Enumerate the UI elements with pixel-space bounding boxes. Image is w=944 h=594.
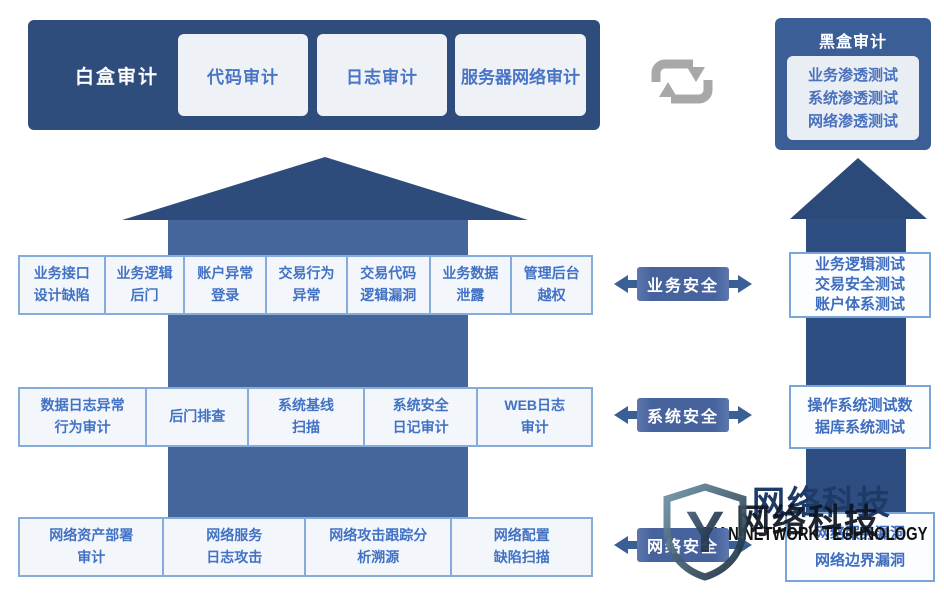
- system-security-label-arrow: 系统安全: [614, 398, 772, 432]
- table-cell[interactable]: 后门排查: [145, 387, 250, 447]
- network-security-pill[interactable]: 网络安全: [637, 528, 729, 562]
- system-test-box[interactable]: 操作系统测试数 据库系统测试: [789, 385, 931, 449]
- arrow-left-icon: [614, 406, 628, 424]
- table-cell[interactable]: 交易代码 逻辑漏洞: [345, 255, 431, 315]
- table-cell[interactable]: 业务数据 泄露: [428, 255, 513, 315]
- table-cell[interactable]: 网络服务 日志攻击: [162, 517, 307, 577]
- left-roof-arrow: [122, 157, 528, 220]
- business-security-label-arrow: 业务安全: [614, 267, 772, 301]
- right-roof-arrow: [790, 158, 927, 219]
- system-security-pill[interactable]: 系统安全: [637, 398, 729, 432]
- arrow-left-icon: [614, 275, 628, 293]
- table-cell[interactable]: WEB日志 审计: [476, 387, 593, 447]
- table-cell[interactable]: 网络配置 缺陷扫描: [450, 517, 593, 577]
- arrow-right-icon: [738, 275, 752, 293]
- code-audit-box[interactable]: 代码审计: [178, 34, 308, 116]
- network-security-row: 网络资产部署 审计 网络服务 日志攻击 网络攻击跟踪分 析溯源 网络配置 缺陷扫…: [18, 517, 593, 577]
- table-cell[interactable]: 管理后台 越权: [510, 255, 594, 315]
- svg-text:Y: Y: [686, 500, 725, 565]
- sync-arrows-icon: [651, 59, 713, 104]
- network-security-label-arrow: 网络安全: [614, 528, 772, 562]
- table-cell[interactable]: 系统安全 日记审计: [362, 387, 479, 447]
- arrow-stem: [628, 280, 637, 288]
- table-cell[interactable]: 网络攻击跟踪分 析溯源: [304, 517, 453, 577]
- watermark-en-text: YUAN NETWORK TECHNOLOGY: [697, 524, 928, 544]
- arrow-left-icon: [614, 536, 628, 554]
- black-box-audit-panel: 黑盒审计 业务渗透测试 系统渗透测试 网络渗透测试: [775, 18, 931, 150]
- business-test-box[interactable]: 业务逻辑测试 交易安全测试 账户体系测试: [789, 252, 931, 318]
- white-box-audit-title: 白盒审计: [74, 66, 159, 88]
- table-cell[interactable]: 业务逻辑 后门: [103, 255, 186, 315]
- network-vuln-box[interactable]: 网络服务漏洞 网络边界漏洞: [785, 512, 935, 582]
- server-network-audit-box[interactable]: 服务器网络审计: [455, 34, 586, 116]
- log-audit-box[interactable]: 日志审计: [317, 34, 447, 116]
- table-cell[interactable]: 网络资产部署 审计: [18, 517, 165, 577]
- table-cell[interactable]: 交易行为 异常: [265, 255, 348, 315]
- business-security-pill[interactable]: 业务安全: [637, 267, 729, 301]
- arrow-stem: [729, 280, 738, 288]
- black-box-audit-title: 黑盒审计: [818, 34, 887, 51]
- business-security-row: 业务接口 设计缺陷 业务逻辑 后门 账户异常 登录 交易行为 异常 交易代码 逻…: [18, 255, 594, 315]
- arrow-stem: [628, 411, 637, 419]
- arrow-stem: [729, 411, 738, 419]
- arrow-stem: [628, 541, 637, 549]
- table-cell[interactable]: 业务接口 设计缺陷: [18, 255, 106, 315]
- white-box-audit-banner: 白盒审计 代码审计 日志审计 服务器网络审计: [28, 20, 600, 130]
- system-security-row: 数据日志异常 行为审计 后门排查 系统基线 扫描 系统安全 日记审计 WEB日志…: [18, 387, 593, 447]
- table-cell[interactable]: 账户异常 登录: [183, 255, 268, 315]
- table-cell[interactable]: 系统基线 扫描: [247, 387, 365, 447]
- arrow-right-icon: [738, 406, 752, 424]
- arrow-stem: [729, 541, 738, 549]
- penetration-test-list[interactable]: 业务渗透测试 系统渗透测试 网络渗透测试: [787, 56, 919, 140]
- table-cell[interactable]: 数据日志异常 行为审计: [18, 387, 148, 447]
- shield-logo-icon: Y: [663, 483, 747, 581]
